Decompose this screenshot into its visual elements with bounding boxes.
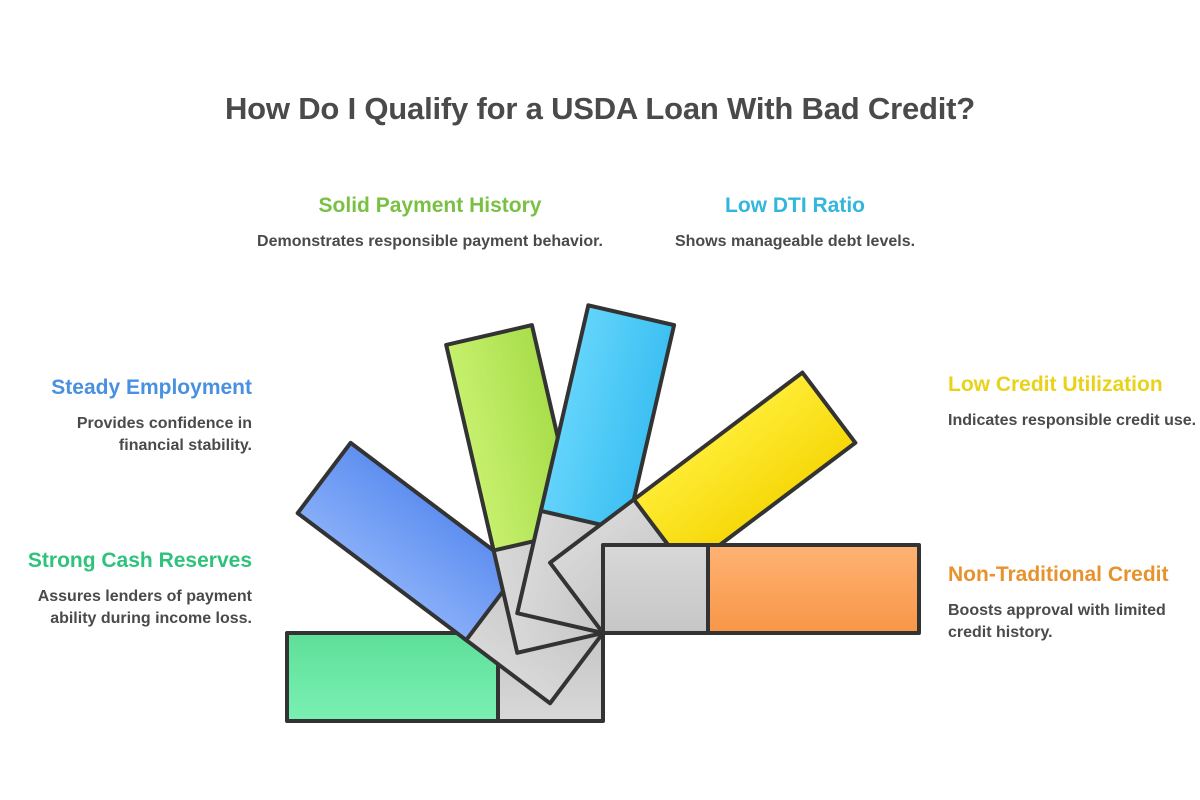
label-description-low-dti-ratio: Shows manageable debt levels. [674, 232, 916, 250]
blade-steady-employment [295, 440, 605, 706]
blade-low-dti-ratio [515, 303, 677, 635]
label-heading-steady-employment: Steady Employment [51, 376, 252, 399]
label-low-dti-ratio: Low DTI Ratio Shows manageable debt leve… [640, 193, 950, 253]
label-heading-solid-payment-history: Solid Payment History [318, 194, 542, 217]
label-heading-non-traditional-credit: Non-Traditional Credit [948, 563, 1169, 586]
label-solid-payment-history: Solid Payment History Demonstrates respo… [240, 193, 620, 253]
label-description-steady-employment: Provides confidence in financial stabili… [76, 414, 252, 454]
label-low-credit-utilization: Low Credit Utilization Indicates respons… [948, 372, 1200, 432]
label-description-strong-cash-reserves: Assures lenders of payment ability durin… [37, 587, 252, 627]
label-strong-cash-reserves: Strong Cash Reserves Assures lenders of … [10, 548, 252, 629]
blade-non-traditional-credit [601, 543, 921, 635]
label-steady-employment: Steady Employment Provides confidence in… [10, 375, 252, 456]
label-heading-low-dti-ratio: Low DTI Ratio [725, 194, 865, 217]
label-heading-strong-cash-reserves: Strong Cash Reserves [27, 549, 252, 572]
blade-strong-cash-reserves [285, 631, 605, 723]
label-description-solid-payment-history: Demonstrates responsible payment behavio… [257, 232, 603, 250]
label-description-non-traditional-credit: Boosts approval with limited credit hist… [948, 601, 1166, 641]
label-heading-low-credit-utilization: Low Credit Utilization [948, 373, 1163, 396]
blade-low-credit-utilization [548, 370, 858, 635]
page-title: How Do I Qualify for a USDA Loan With Ba… [224, 91, 975, 126]
blade-solid-payment-history [444, 323, 605, 655]
label-non-traditional-credit: Non-Traditional Credit Boosts approval w… [948, 562, 1200, 643]
label-description-low-credit-utilization: Indicates responsible credit use. [948, 411, 1197, 429]
